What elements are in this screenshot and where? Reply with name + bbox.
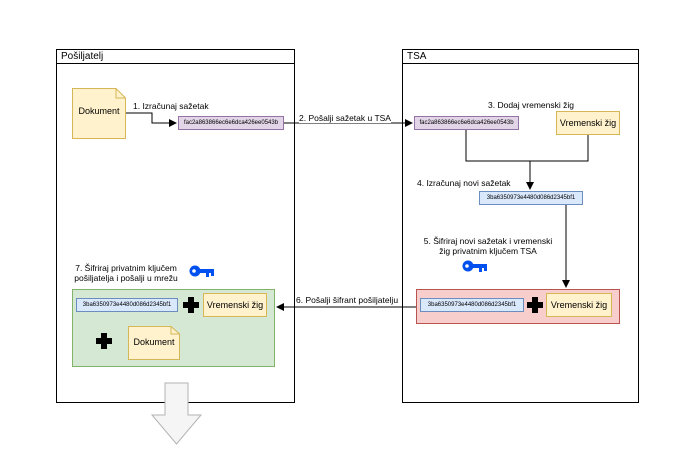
step-3-label: 3. Dodaj vremenski žig (488, 100, 574, 110)
key-icon (189, 265, 214, 277)
step-4-label: 4. Izračunaj novi sažetak (417, 178, 511, 188)
edge-merge-hash (465, 130, 530, 162)
step-2-label: 2. Pošalji sažetak u TSA (299, 113, 391, 123)
step-5-line-2: žig privatnim ključem TSA (439, 246, 537, 256)
hash-tsa: fac2a863866ec6e6dca426ee0543b (414, 116, 519, 130)
edge-merge-timestamp (530, 135, 589, 162)
tsa-lane: TSA (402, 49, 639, 403)
final-hash-sender: 3ba6350973e4480d086d2345bf1 (76, 298, 178, 312)
signed-hash-tsa: 3ba6350973e4480d086d2345bf1 (420, 298, 524, 312)
key-icon (462, 260, 487, 272)
step-1-label: 1. Izračunaj sažetak (133, 101, 209, 111)
signed-timestamp-tsa: Vremenski žig (546, 293, 612, 317)
timestamp-tsa: Vremenski žig (556, 111, 620, 135)
step-7-label: 7. Šifriraj privatnim ključem pošiljatel… (66, 263, 186, 283)
plus-icon (527, 297, 543, 313)
step-5-line-1: 5. Šifriraj novi sažetak i vremenski (423, 236, 553, 246)
edge-compute-hash (126, 112, 177, 127)
document-node: Dokument (72, 88, 126, 139)
tsa-lane-title: TSA (403, 50, 638, 64)
step-7-line-2: pošiljatelja i pošalji u mrežu (74, 273, 178, 283)
down-arrow-icon (150, 382, 203, 445)
new-hash-tsa: 3ba6350973e4480d086d2345bf1 (479, 191, 583, 205)
step-6-label: 6. Pošalji šifrant pošiljatelju (296, 295, 399, 305)
plus-icon (96, 333, 112, 349)
final-document-sender: Dokument (128, 326, 180, 360)
step-5-label: 5. Šifriraj novi sažetak i vremenski žig… (412, 236, 564, 256)
document-label: Dokument (78, 106, 120, 116)
final-document-label: Dokument (133, 337, 175, 347)
hash-sender: fac2a863866ec6e6dca426ee0543b (178, 116, 284, 130)
step-7-line-1: 7. Šifriraj privatnim ključem (75, 263, 177, 273)
plus-icon (183, 297, 199, 313)
document-icon (128, 326, 180, 360)
sender-lane-title: Pošiljatelj (57, 50, 294, 64)
final-timestamp-sender: Vremenski žig (203, 293, 267, 317)
document-icon (72, 88, 126, 139)
